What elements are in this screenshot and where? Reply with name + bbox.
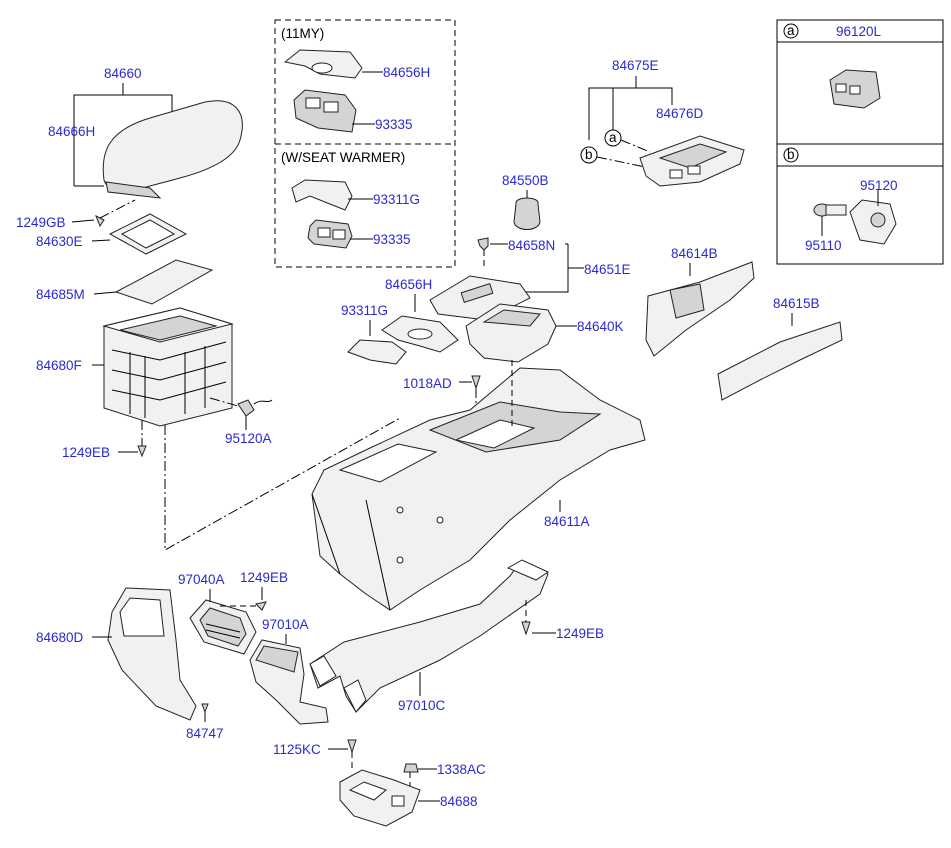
callout-b-ref-letter: b [585,147,593,162]
variant-11my-label: (11MY) [281,26,324,41]
callout-a-letter: a [787,23,795,38]
label-97010A: 97010A [262,617,309,632]
label-93311G-a: 93311G [373,192,420,207]
label-84611A: 84611A [544,514,590,529]
screw-1249EB-a [137,445,147,458]
label-93311G-b: 93311G [341,303,388,318]
clip-84747 [201,703,209,714]
variant-seat-warmer-label: (W/SEAT WARMER) [281,150,405,165]
label-97010C: 97010C [398,698,446,713]
armrest-lid [102,100,243,191]
bolt-1125KC [347,739,357,754]
label-1338AC: 1338AC [437,762,486,777]
callout-b-part2: 95110 [805,238,842,253]
switch-cover-seat-warmer [291,179,353,211]
label-84660: 84660 [104,66,142,81]
label-84656H-a: 84656H [383,65,430,80]
label-93335-a: 93335 [375,117,413,132]
label-84550B: 84550B [502,173,549,188]
callout-a-circle [783,23,799,39]
label-84666H: 84666H [48,124,95,139]
label-1249EB-c: 1249EB [556,626,604,641]
screw-1249EB-b [254,601,267,611]
label-84630E: 84630E [36,234,83,249]
callout-b-ref [580,146,598,164]
armrest-hinge [105,181,162,199]
screw-1249GB [95,214,105,228]
label-84651E: 84651E [584,262,631,277]
label-84658N: 84658N [508,238,555,253]
bracket-84688 [339,769,421,827]
callout-b-part1: 95120 [860,178,898,193]
callout-b-letter: b [787,147,795,162]
screw-1249EB-c [521,621,531,636]
callout-a-part: 96120L [836,24,882,39]
console-duct-97010C [309,561,549,713]
screw-1018AD [471,375,481,390]
label-95120A: 95120A [225,431,272,446]
callout-box [776,19,944,265]
label-84656H-b: 84656H [385,277,432,292]
label-84676D: 84676D [656,106,704,121]
label-84747: 84747 [186,726,224,741]
mat-84685M [114,259,214,305]
label-84640K: 84640K [577,319,624,334]
label-97040A: 97040A [178,572,225,587]
label-84675E: 84675E [612,58,659,73]
label-1125KC: 1125KC [273,742,321,757]
label-1249EB-b: 1249EB [240,570,288,585]
label-84680D: 84680D [36,630,84,645]
label-84615B: 84615B [773,296,820,311]
label-93335-b: 93335 [373,232,411,247]
label-1249GB: 1249GB [16,215,66,230]
side-panel-84615B [717,321,843,401]
label-84680F: 84680F [36,358,82,373]
callout-a-ref-letter: a [609,130,617,145]
callout-a-ref [604,129,622,147]
shift-knob-84550B [513,197,541,230]
nut-1338AC [403,763,419,773]
clip-84658N [477,237,489,251]
label-1249EB-a: 1249EB [62,445,110,460]
label-84688: 84688 [440,794,478,809]
label-1018AD: 1018AD [403,376,452,391]
outlet-95120A [237,399,255,417]
switch-blank-93311G [347,339,407,365]
label-84614B: 84614B [671,246,718,261]
switch-cover-hole [311,62,333,74]
console-84611A [311,367,646,611]
callout-b-circle [783,147,799,163]
label-84685M: 84685M [36,287,85,302]
